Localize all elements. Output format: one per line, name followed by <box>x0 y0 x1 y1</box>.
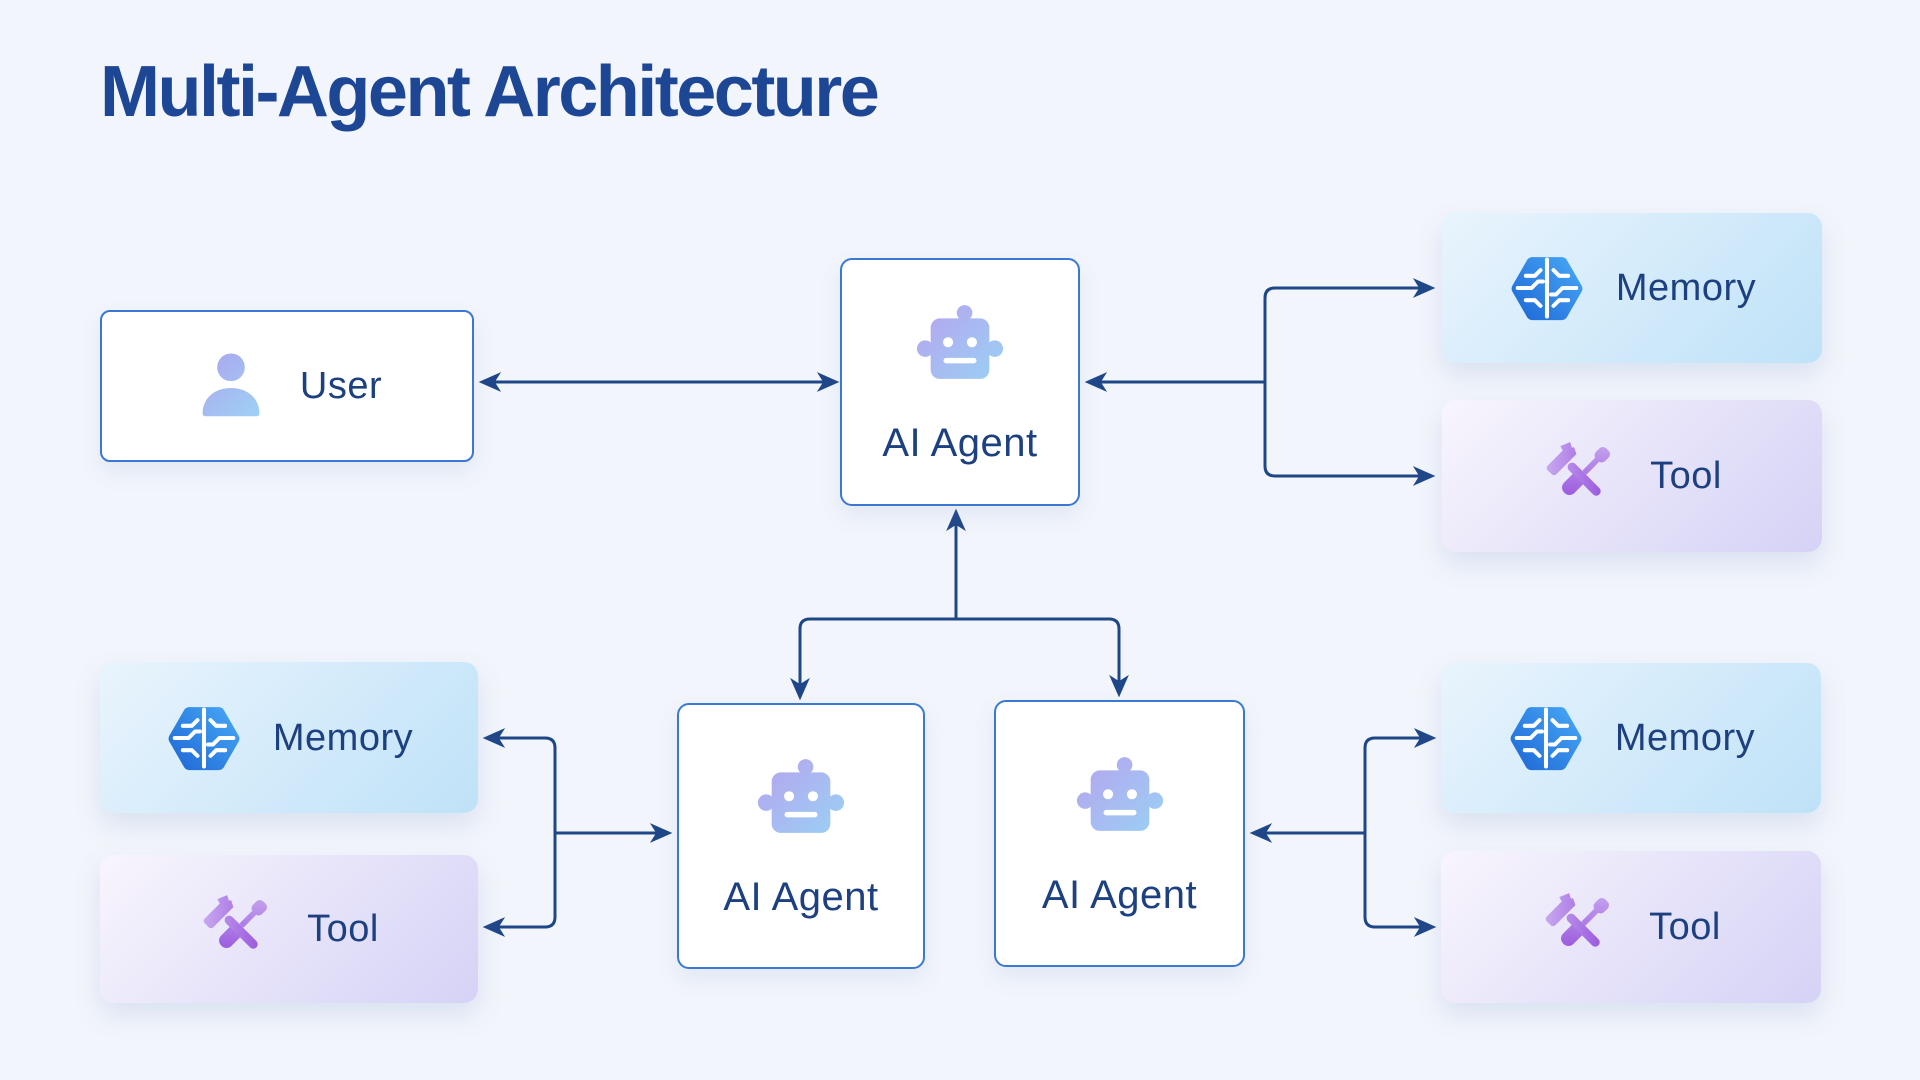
tool-top-right-label: Tool <box>1650 455 1722 497</box>
page-title: Multi-Agent Architecture <box>100 52 880 132</box>
connector-subhub-sub-agent-right <box>956 617 1129 698</box>
main-agent-label: AI Agent <box>882 421 1038 465</box>
memory-top-right-node: Memory <box>1442 213 1822 363</box>
robot-icon <box>757 755 845 843</box>
connector-hub-left-memory <box>482 728 557 833</box>
sub-agent-left-label: AI Agent <box>723 875 879 919</box>
robot-icon <box>1076 753 1164 841</box>
hammer-wrench-icon <box>199 890 277 968</box>
memory-mid-left-label: Memory <box>272 716 414 759</box>
tool-bottom-right-node: Tool <box>1441 851 1821 1003</box>
main-agent-node: AI Agent <box>840 258 1080 506</box>
sub-agent-left-node: AI Agent <box>677 703 925 969</box>
connector-hub-tr-tool <box>1263 382 1436 486</box>
hammer-wrench-icon <box>1542 437 1620 515</box>
memory-top-right-label: Memory <box>1615 267 1757 309</box>
tool-bottom-right-label: Tool <box>1649 906 1721 948</box>
connector-hub-left-tool <box>482 833 557 937</box>
user-node-label: User <box>299 365 383 407</box>
connector-subhub-sub-agent-left <box>790 617 956 701</box>
brain-circuit-icon <box>1508 249 1586 327</box>
connector-hub-right-tool <box>1363 833 1437 937</box>
brain-circuit-icon <box>165 699 243 777</box>
sub-agent-right-label: AI Agent <box>1041 872 1198 917</box>
brain-circuit-icon <box>1507 699 1585 777</box>
tool-mid-left-node: Tool <box>100 855 478 1003</box>
memory-bottom-right-node: Memory <box>1441 663 1821 813</box>
memory-bottom-right-label: Memory <box>1614 717 1756 759</box>
memory-mid-left-node: Memory <box>100 662 478 813</box>
tool-mid-left-label: Tool <box>307 908 379 950</box>
tool-top-right-node: Tool <box>1442 400 1822 552</box>
connector-hub-right-memory <box>1363 728 1437 833</box>
robot-icon <box>916 301 1004 389</box>
sub-agent-right-node: AI Agent <box>994 700 1245 967</box>
hammer-wrench-icon <box>1541 888 1619 966</box>
user-node: User <box>100 310 474 462</box>
user-icon <box>192 347 270 425</box>
connector-hub-tr-memory <box>1263 278 1436 382</box>
